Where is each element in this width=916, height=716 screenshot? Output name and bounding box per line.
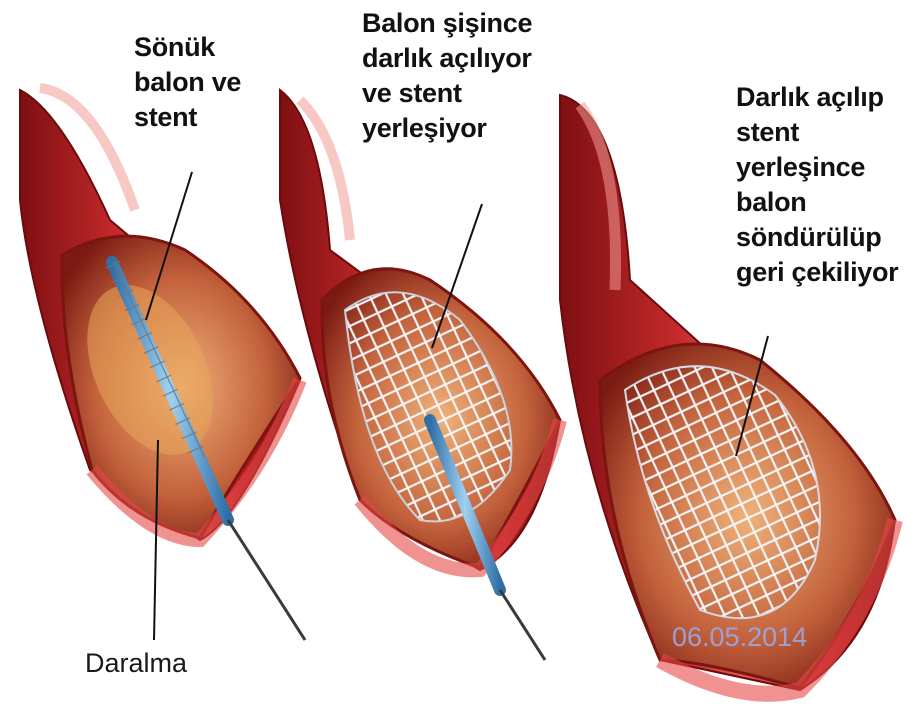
caption-line: Sönük: [134, 30, 241, 65]
artery-segment-1: [20, 88, 300, 540]
caption-line: Darlık açılıp: [736, 80, 898, 115]
caption-line: stent: [736, 115, 898, 150]
caption-balloon-inflating: Balon şişince darlık açılıyor ve stent y…: [362, 6, 532, 146]
caption-line: ve stent: [362, 76, 532, 111]
caption-line: yerleşiyor: [362, 111, 532, 146]
caption-line: balon ve: [134, 65, 241, 100]
caption-balloon-withdrawn: Darlık açılıp stent yerleşince balon sön…: [736, 80, 898, 290]
stenosis-label: Daralma: [85, 648, 187, 679]
caption-line: Balon şişince: [362, 6, 532, 41]
caption-line: balon: [736, 185, 898, 220]
caption-line: söndürülüp: [736, 220, 898, 255]
date-watermark: 06.05.2014: [672, 622, 807, 653]
caption-line: stent: [134, 100, 241, 135]
caption-line: darlık açılıyor: [362, 41, 532, 76]
caption-deflated-balloon-and-stent: Sönük balon ve stent: [134, 30, 241, 135]
caption-line: geri çekiliyor: [736, 255, 898, 290]
artery-segment-2: [280, 90, 560, 570]
caption-line: yerleşince: [736, 150, 898, 185]
